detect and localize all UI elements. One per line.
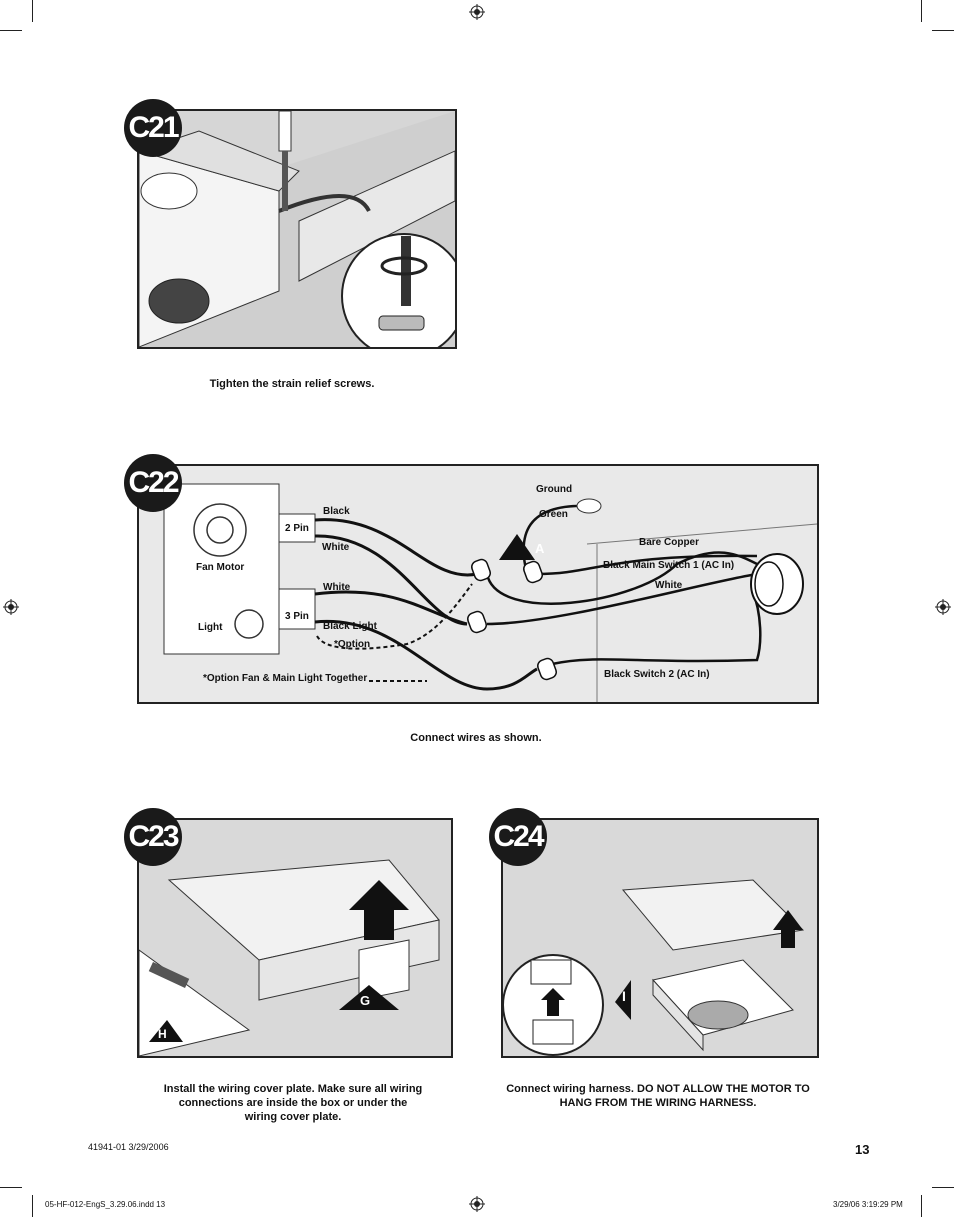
registration-mark-icon	[3, 599, 19, 615]
c21-illustration	[137, 109, 457, 349]
marker-i: I	[622, 988, 626, 1004]
slug-timestamp: 3/29/06 3:19:29 PM	[833, 1200, 903, 1209]
crop-mark	[32, 1195, 33, 1217]
page-number: 13	[855, 1142, 870, 1157]
green-label: Green	[539, 509, 568, 520]
marker-g: G	[360, 993, 371, 1008]
bare-copper-label: Bare Copper	[639, 537, 700, 548]
ground-label: Ground	[536, 484, 573, 495]
registration-mark-icon	[935, 599, 951, 615]
two-pin-label: 2 Pin	[285, 523, 309, 534]
marker-a: A	[535, 541, 545, 556]
crop-mark	[932, 30, 954, 31]
option-note: *Option Fan & Main Light Together	[203, 673, 368, 684]
wire-label-white: White	[323, 582, 351, 593]
crop-mark	[932, 1187, 954, 1188]
document-id: 41941-01 3/29/2006	[88, 1142, 169, 1152]
switch-2-label: Black Switch 2 (AC In)	[604, 669, 710, 680]
crop-mark	[0, 1187, 22, 1188]
c23-caption-line-2: connections are inside the box or under …	[178, 1097, 408, 1109]
registration-mark-icon	[469, 1196, 485, 1212]
main-switch-label: Black Main Switch 1 (AC In)	[603, 560, 735, 571]
registration-mark-icon	[469, 4, 485, 20]
fan-motor-label: Fan Motor	[196, 562, 245, 573]
slug-file-name: 05-HF-012-EngS_3.29.06.indd 13	[45, 1200, 166, 1209]
marker-h: H	[158, 1027, 167, 1041]
c21-caption: Tighten the strain relief screws.	[209, 378, 375, 390]
c21-drawing	[139, 111, 455, 347]
step-badge-c21: C21	[124, 99, 182, 157]
c24-caption-line-1: Connect wiring harness. DO NOT ALLOW THE…	[506, 1083, 810, 1095]
c22-wiring-drawing	[163, 483, 818, 702]
c23-caption-line-1: Install the wiring cover plate. Make sur…	[163, 1083, 423, 1095]
crop-mark	[0, 30, 22, 31]
wire-label-white: White	[322, 542, 350, 553]
wire-label-black: Black	[323, 506, 350, 517]
c23-caption-line-3: wiring cover plate.	[244, 1111, 342, 1123]
step-badge-c22: C22	[124, 454, 182, 512]
c24-drawing	[503, 820, 817, 1056]
crop-mark	[32, 0, 33, 22]
step-badge-c24: C24	[489, 808, 547, 866]
c22-caption: Connect wires as shown.	[410, 732, 542, 744]
c24-caption-line-2: HANG FROM THE WIRING HARNESS.	[559, 1097, 757, 1109]
wire-label-black-light: Black Light	[323, 621, 377, 632]
three-pin-label: 3 Pin	[285, 611, 309, 622]
light-label: Light	[198, 622, 223, 633]
c24-illustration	[501, 818, 819, 1058]
c23-illustration	[137, 818, 453, 1058]
crop-mark	[921, 1195, 922, 1217]
crop-mark	[921, 0, 922, 22]
wire-label-white: White	[655, 580, 683, 591]
step-badge-c23: C23	[124, 808, 182, 866]
option-label: *Option	[334, 639, 371, 650]
c23-drawing	[139, 820, 451, 1056]
